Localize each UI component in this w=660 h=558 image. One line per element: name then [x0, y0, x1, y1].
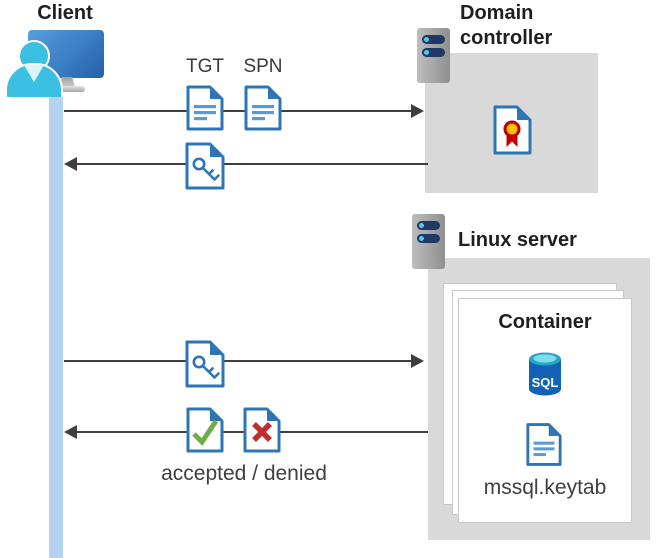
tgt-label: TGT [186, 56, 224, 77]
tgt-document-icon [185, 84, 225, 132]
led-icon [419, 236, 424, 241]
domain-controller-title: Domain controller [460, 2, 553, 49]
accepted-denied-label: accepted / denied [161, 462, 327, 485]
monitor-stand-base-icon [49, 86, 85, 92]
spn-label: SPN [243, 56, 283, 77]
key-document-icon [184, 141, 226, 191]
led-icon [424, 37, 429, 42]
keytab-document-icon [525, 421, 563, 468]
x-document-icon [242, 406, 282, 454]
monitor-stand-icon [59, 77, 75, 87]
client-title: Client [37, 2, 93, 24]
arrow-right-icon [411, 354, 424, 368]
arrow-dc-to-client [64, 157, 428, 171]
led-icon [419, 223, 424, 228]
arrow-left-icon [64, 157, 77, 171]
check-document-icon [185, 406, 225, 454]
arrow-right-icon [411, 104, 424, 118]
container-title: Container [498, 311, 592, 333]
keytab-label: mssql.keytab [483, 476, 607, 499]
sql-text: SQL [532, 375, 559, 390]
led-icon [424, 50, 429, 55]
arrow-client-to-linux [64, 354, 424, 368]
container-card [458, 298, 632, 523]
user-collar-icon [24, 65, 44, 82]
client-lifeline [49, 88, 63, 558]
arrow-client-to-dc [64, 104, 424, 118]
certificate-document-icon [492, 104, 533, 156]
spn-document-icon [243, 84, 283, 132]
sql-database-icon: SQL [527, 350, 563, 398]
key-document-icon [184, 339, 226, 389]
linux-server-icon [412, 214, 445, 269]
arrow-left-icon [64, 425, 77, 439]
domain-controller-server-icon [417, 28, 450, 83]
linux-server-title: Linux server [458, 229, 577, 251]
